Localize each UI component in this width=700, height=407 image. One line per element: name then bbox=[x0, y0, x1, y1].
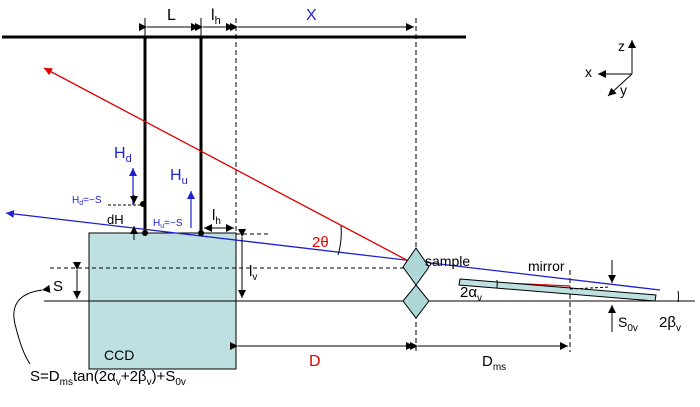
dot-ccd-corner bbox=[142, 230, 148, 236]
axis-y-arrow bbox=[607, 73, 633, 97]
two-theta-arc bbox=[337, 225, 342, 256]
red-ray-line bbox=[43, 67, 417, 266]
label-sample: sample bbox=[425, 253, 470, 269]
label-axis-y: y bbox=[620, 82, 627, 98]
label-dH: dH bbox=[107, 212, 124, 227]
mirror-dashed-line bbox=[569, 286, 611, 290]
label-two-theta: 2θ bbox=[312, 234, 329, 251]
label-formula: S=Dmstan(2αv+2βv)+S0v bbox=[30, 368, 186, 388]
dot-hd bbox=[140, 201, 146, 207]
label-S: S bbox=[53, 278, 63, 295]
label-Hu: Hu bbox=[170, 167, 188, 187]
label-CCD: CCD bbox=[104, 347, 134, 363]
label-X: X bbox=[306, 7, 317, 24]
mirror-plate bbox=[458, 278, 657, 302]
label-Hd: Hd bbox=[114, 145, 132, 165]
sample-diamond-lower bbox=[402, 284, 430, 319]
label-L: L bbox=[167, 7, 176, 24]
label-lh-top: lh bbox=[211, 7, 221, 27]
label-lv: lv bbox=[249, 263, 257, 283]
label-D: D bbox=[309, 353, 321, 370]
label-mirror: mirror bbox=[528, 258, 565, 274]
two-beta-arc bbox=[677, 290, 680, 303]
label-Dms: Dms bbox=[482, 353, 506, 373]
label-S0v: S0v bbox=[618, 314, 638, 334]
label-two-beta: 2βv bbox=[659, 314, 681, 334]
label-Hu-equation: Hu=−S bbox=[153, 218, 183, 230]
dot-hu bbox=[198, 230, 204, 236]
formula-curve-arrow bbox=[13, 284, 51, 365]
blue-beam-line bbox=[5, 209, 661, 291]
label-axis-x: x bbox=[585, 64, 592, 80]
label-axis-z: z bbox=[618, 38, 625, 54]
label-two-alpha: 2αv bbox=[460, 284, 482, 304]
label-Hd-equation: Hd=−S bbox=[72, 195, 102, 207]
label-lh-mid: lh bbox=[212, 207, 221, 227]
